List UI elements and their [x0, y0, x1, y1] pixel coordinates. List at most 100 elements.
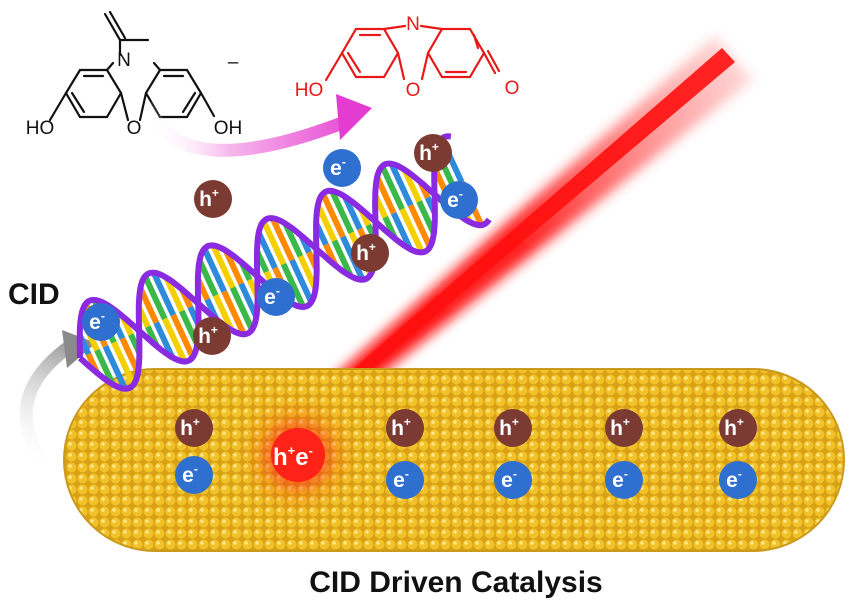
hole-label: h+ [391, 415, 411, 440]
electron-symbol: e [264, 286, 276, 309]
electron-symbol: e [330, 157, 342, 180]
hole-symbol: h [391, 417, 404, 440]
electron-label: e- [726, 467, 742, 492]
dna-base-pair [212, 294, 235, 332]
electron-symbol: e [89, 311, 101, 334]
dna-base-pair [329, 189, 355, 235]
dna-base-pair [102, 345, 128, 391]
laser-beam [255, 36, 752, 464]
hole-superscript: + [193, 415, 200, 429]
dna-base-pair [151, 271, 176, 317]
electron-marker: e- [257, 278, 295, 316]
dna-base-pair [163, 276, 185, 313]
electron-marker: e- [605, 461, 643, 499]
electron-symbol: e [612, 469, 624, 492]
hot-spot: h+e- [258, 415, 338, 495]
electron-symbol: e [447, 189, 459, 212]
reactant-structure [48, 10, 216, 122]
hot-spot-hole-sup: + [288, 443, 296, 458]
electron-circle [386, 461, 424, 499]
dna-base-pair [196, 259, 219, 297]
electron-marker: e- [82, 303, 120, 341]
dna-base-pair [256, 231, 278, 270]
reaction-arrow [143, 94, 372, 157]
electron-superscript: - [101, 309, 105, 323]
electron-label: e- [89, 309, 105, 334]
hole-superscript: + [212, 186, 219, 200]
hole-superscript: + [623, 415, 630, 429]
electron-label: e- [612, 467, 628, 492]
hole-marker: h+ [605, 409, 643, 447]
hot-spot-electron-sup: - [309, 443, 313, 458]
electron-circle [82, 303, 120, 341]
dna-base-pair [137, 286, 160, 325]
dna-base-pair [289, 258, 315, 304]
dna-base-pair [142, 274, 168, 321]
hole-symbol: h [198, 325, 211, 348]
reactant-ho-label: HO [26, 118, 55, 139]
electron-circle [719, 461, 757, 499]
hot-spot-hole-label: h [273, 444, 288, 471]
electron-label: e- [447, 187, 463, 212]
product-ho-label: HO [295, 80, 324, 101]
hole-marker: h+ [494, 409, 532, 447]
hole-superscript: + [369, 240, 376, 254]
dna-base-pair [280, 262, 307, 309]
electron-symbol: e [501, 469, 513, 492]
electron-label: e- [264, 284, 280, 309]
hole-label: h+ [724, 415, 744, 440]
hole-circle [175, 409, 213, 447]
electron-superscript: - [459, 187, 463, 201]
dna-base-pair [210, 244, 236, 289]
electron-symbol: e [726, 469, 738, 492]
hole-symbol: h [356, 242, 369, 265]
dna-base-pair [229, 286, 255, 331]
hole-label: h+ [499, 415, 519, 440]
dna-double-helix [76, 133, 492, 392]
hole-circle [414, 134, 452, 172]
dna-base-pair [379, 164, 405, 211]
dna-base-pair [153, 321, 175, 359]
dna-base-pair [119, 337, 141, 374]
hole-label: h+ [198, 323, 218, 348]
hot-spot-electron-label: e [295, 444, 308, 471]
electron-marker: e- [175, 456, 213, 494]
product-structure [324, 24, 501, 82]
hole-symbol: h [724, 417, 737, 440]
dna-base-pair [374, 176, 397, 215]
hole-symbol: h [419, 142, 432, 165]
hole-label: h+ [356, 240, 376, 265]
electron-marker: e- [323, 149, 361, 187]
hole-circle [193, 317, 231, 355]
dna-base-pair [162, 317, 188, 363]
product-carbonyl-oxygen-label: O [505, 78, 520, 99]
dna-base-pair [388, 162, 414, 207]
hole-symbol: h [180, 417, 193, 440]
dna-base-pair [94, 348, 116, 386]
hole-label: h+ [419, 140, 439, 165]
dna-base-pair [170, 313, 196, 359]
hole-circle [605, 409, 643, 447]
reactant-oh-label: OH [214, 118, 243, 139]
hole-circle [386, 409, 424, 447]
hole-circle [351, 234, 389, 272]
dna-base-pair [399, 208, 425, 254]
electron-superscript: - [738, 467, 742, 481]
dna-base-pair [260, 219, 287, 266]
dna-base-pair [221, 290, 247, 336]
hole-symbol: h [199, 188, 212, 211]
electron-circle [175, 456, 213, 494]
cid-label: CID [8, 278, 60, 311]
electron-label: e- [330, 155, 346, 180]
electron-superscript: - [194, 462, 198, 476]
electron-circle [494, 461, 532, 499]
hole-superscript: + [737, 415, 744, 429]
hole-superscript: + [211, 323, 218, 337]
hole-circle [719, 409, 757, 447]
hole-superscript: + [512, 415, 519, 429]
hole-marker: h+ [414, 134, 452, 172]
dna-base-pair [111, 341, 137, 387]
hole-marker: h+ [175, 409, 213, 447]
electron-circle [605, 461, 643, 499]
dna-base-pair [201, 247, 227, 293]
